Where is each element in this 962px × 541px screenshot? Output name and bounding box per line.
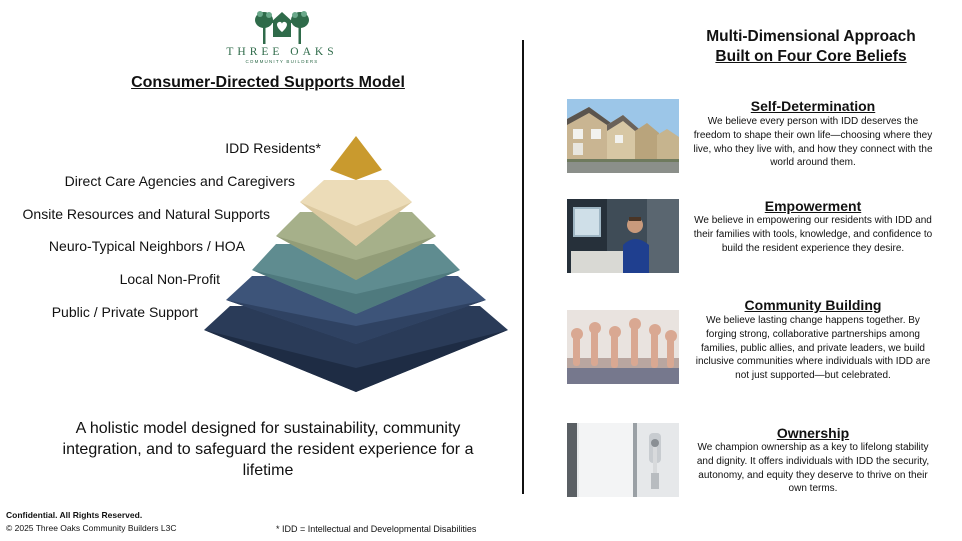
raised-hands-photo [567,310,679,384]
beliefs-heading-line2: Built on Four Core Beliefs [715,48,907,65]
oak-trees-house-icon [255,11,309,44]
beliefs-heading: Multi-Dimensional Approach Built on Four… [680,27,942,67]
man-at-computer-photo [567,199,679,273]
belief-title-empowerment: Empowerment [764,198,862,214]
door-lock-key-photo [567,423,679,497]
tier-label-public-private: Public / Private Support [51,304,198,320]
column-divider [522,40,524,494]
belief-title-community-building: Community Building [744,297,882,313]
company-logo: THREE OAKS COMMUNITY BUILDERS [218,6,346,66]
belief-text-self-determination: We believe every person with IDD deserve… [693,116,933,169]
logo-tagline: COMMUNITY BUILDERS [245,59,319,64]
tier-label-idd-residents: IDD Residents* [225,140,321,156]
copyright-notice: © 2025 Three Oaks Community Builders L3C [6,523,177,533]
model-title: Consumer-Directed Supports Model [131,74,405,91]
belief-title-ownership: Ownership [776,425,850,441]
tier-label-local-non-profit: Local Non-Profit [119,271,220,287]
tier-label-neighbors-hoa: Neuro-Typical Neighbors / HOA [48,238,245,254]
confidential-notice: Confidential. All Rights Reserved. [6,510,143,520]
townhouses-photo [567,99,679,173]
beliefs-heading-line1: Multi-Dimensional Approach [706,28,916,45]
belief-text-empowerment: We believe in empowering our residents w… [693,215,933,254]
logo-wordmark: THREE OAKS [226,46,338,58]
idd-footnote: * IDD = Intellectual and Developmental D… [276,524,477,534]
model-summary: A holistic model designed for sustainabi… [62,420,474,479]
support-pyramid [204,136,508,392]
tier-label-direct-care: Direct Care Agencies and Caregivers [64,173,295,189]
pyramid-tier-public-private [204,306,508,392]
pyramid-tier-direct-care [300,180,412,246]
belief-text-ownership: We champion ownership as a key to lifelo… [696,442,930,495]
belief-title-self-determination: Self-Determination [750,98,876,114]
pyramid-tier-idd-residents [330,136,382,180]
tier-label-onsite-resources: Onsite Resources and Natural Supports [22,206,270,222]
belief-text-community-building: We believe lasting change happens togeth… [695,315,931,382]
